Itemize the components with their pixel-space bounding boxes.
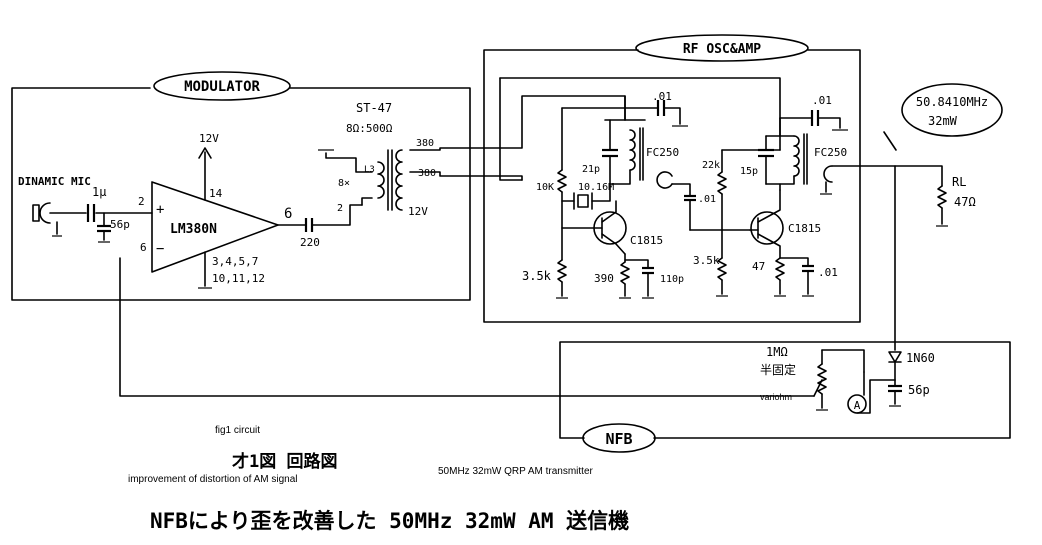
gnd-pins-b-label: 10,11,12	[212, 272, 265, 285]
resistor-22k	[717, 171, 727, 195]
capacitor-56p-left-label: 56p	[110, 218, 130, 231]
variohm-value-label: 1MΩ	[766, 345, 788, 359]
pin2-label: 2	[138, 195, 145, 208]
mic-label: DINAMIC MIC	[18, 175, 91, 188]
capacitor-01-c-label: .01	[812, 94, 832, 107]
capacitor-110p-label: 110p	[660, 274, 684, 285]
capacitor-21p-label: 21p	[582, 164, 600, 175]
fc250-a-link	[656, 171, 673, 189]
rf-block-label-box	[635, 34, 809, 62]
crystal-label: 10.16M	[578, 182, 614, 193]
v12-top-label: 12V	[199, 132, 219, 145]
nfb-block-label: NFB	[605, 430, 632, 448]
resistor-390-label: 390	[594, 272, 614, 285]
transformer-2-label: 2	[337, 203, 343, 214]
transistor-2-label: C1815	[788, 222, 821, 235]
load-resistor	[937, 185, 947, 209]
ic-label: LM380N	[170, 222, 217, 237]
transformer-name-label: ST-47	[356, 101, 392, 115]
pin14-label: 14	[209, 187, 223, 200]
diode-label: 1N60	[906, 351, 935, 365]
resistor-3-5k-b	[717, 257, 727, 281]
modulator-block-label: MODULATOR	[184, 79, 260, 95]
variohm-label: variohm	[760, 392, 792, 402]
lm380n-amplifier	[151, 181, 279, 273]
resistor-3-5k-a-label: 3.5k	[522, 269, 552, 283]
r220-label: 220	[300, 236, 320, 249]
transformer-impedance-label: 8Ω:500Ω	[346, 122, 393, 135]
transistor-1-label: C1815	[630, 234, 663, 247]
fc250-coil-b	[793, 135, 800, 177]
ammeter-label: A	[854, 399, 861, 412]
resistor-47	[775, 257, 785, 281]
resistor-390	[620, 261, 630, 285]
resistor-3-5k-b-label: 3.5k	[693, 254, 720, 267]
fc250-a-label: FC250	[646, 146, 679, 159]
fc250-coil-a	[629, 129, 636, 171]
semi-fixed-label: 半固定	[760, 362, 796, 377]
svg-text:+: +	[156, 202, 164, 218]
capacitor-01-d-label: .01	[818, 266, 838, 279]
nfb-block-label-box	[582, 423, 656, 453]
input-capacitor-label: 1μ	[92, 185, 106, 199]
pin6-in-label: 6	[140, 241, 147, 254]
pin6-out-label: 6	[284, 206, 292, 222]
transformer-12v-label: 12V	[408, 205, 428, 218]
transformer-l3-label: L3	[364, 165, 375, 175]
resistor-3-5k-a	[557, 259, 567, 283]
figure-caption: fig1 circuit	[215, 425, 260, 436]
figure-title-japanese: 才1図 回路図	[232, 451, 337, 472]
capacitor-01-a-label: .01	[652, 90, 672, 103]
transformer-b-label: 380	[416, 138, 434, 149]
variohm-resistor	[817, 363, 827, 395]
fc250-b-label: FC250	[814, 146, 847, 159]
capacitor-56p-right-label: 56p	[908, 383, 930, 397]
microphone-icon	[32, 202, 51, 224]
diode-1n60	[888, 351, 902, 363]
frequency-label: 50.8410MHz	[916, 95, 988, 109]
resistor-10k	[557, 169, 567, 193]
load-value-label: 47Ω	[954, 195, 976, 209]
main-title: NFBにより歪を改善した 50MHz 32mW AM 送信機	[150, 509, 629, 533]
transformer-c-label: 380	[418, 168, 436, 179]
svg-text:−: −	[156, 241, 164, 257]
modulator-block-label-box	[153, 71, 291, 101]
load-name-label: RL	[952, 175, 966, 189]
fc250-b-link	[823, 165, 833, 183]
resistor-22k-label: 22k	[702, 160, 720, 171]
improvement-caption: improvement of distortion of AM signal	[128, 474, 298, 485]
gnd-pins-a-label: 3,4,5,7	[212, 255, 258, 268]
power-label: 32mW	[928, 114, 958, 128]
transformer-8-label: 8×	[338, 178, 350, 189]
crystal-10-16m	[577, 194, 589, 208]
capacitor-01-b-label: .01	[698, 194, 716, 205]
transformer-st47	[377, 149, 403, 211]
output-spec-bubble	[901, 83, 1003, 137]
transistor-2	[750, 211, 784, 245]
resistor-10k-label: 10K	[536, 182, 554, 193]
resistor-47-label: 47	[752, 260, 765, 273]
capacitor-15p-label: 15p	[740, 166, 758, 177]
transmitter-caption: 50MHz 32mW QRP AM transmitter	[438, 466, 594, 477]
rf-block-label: RF OSC&AMP	[683, 42, 761, 57]
